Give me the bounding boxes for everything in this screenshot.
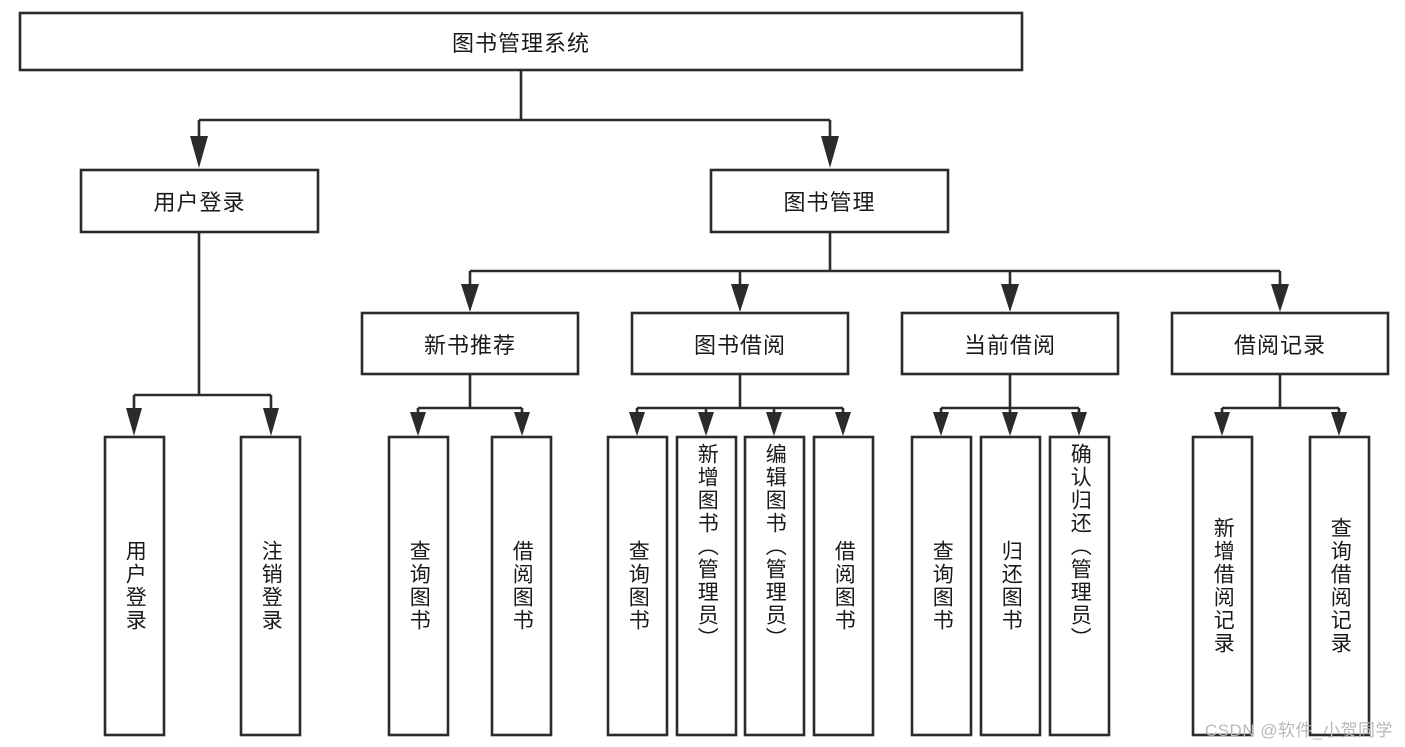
arrow-head-icon	[1001, 284, 1019, 312]
connector-group-book-borrow	[629, 374, 851, 436]
node-box-leaf[interactable]	[387, 435, 450, 737]
arrow-head-icon	[1331, 412, 1347, 436]
node-box-new-book-recommend[interactable]	[360, 311, 580, 376]
node-box-current-borrow[interactable]	[900, 311, 1120, 376]
connector-group-user-login	[126, 232, 279, 436]
node-box-leaf[interactable]	[910, 435, 973, 737]
node-box-leaf[interactable]	[239, 435, 302, 737]
node-box-root[interactable]	[18, 11, 1024, 72]
arrow-head-icon	[933, 412, 949, 436]
arrow-head-icon	[1271, 284, 1289, 312]
connector-group-new-book	[410, 374, 530, 436]
connector-group-root	[190, 70, 839, 168]
node-box-leaf[interactable]	[1191, 435, 1254, 737]
arrow-head-icon	[1002, 412, 1018, 436]
arrow-head-icon	[514, 412, 530, 436]
node-box-leaf[interactable]	[979, 435, 1042, 737]
arrow-head-icon	[821, 136, 839, 168]
arrow-head-icon	[698, 412, 714, 436]
node-box-borrow-record[interactable]	[1170, 311, 1390, 376]
node-box-leaf[interactable]	[490, 435, 553, 737]
node-box-leaf[interactable]	[743, 435, 806, 737]
arrow-head-icon	[1214, 412, 1230, 436]
arrow-head-icon	[190, 136, 208, 168]
arrow-head-icon	[766, 412, 782, 436]
arrow-head-icon	[263, 408, 279, 436]
node-box-leaf[interactable]	[1308, 435, 1371, 737]
connector-group-book-mgmt	[461, 232, 1289, 312]
connector-group-current-borrow	[933, 374, 1087, 436]
node-box-leaf[interactable]	[812, 435, 875, 737]
node-box-leaf[interactable]	[675, 435, 738, 737]
node-box-leaf[interactable]	[1048, 435, 1111, 737]
arrow-head-icon	[410, 412, 426, 436]
arrow-head-icon	[126, 408, 142, 436]
node-box-book-management[interactable]	[709, 168, 950, 234]
node-box-leaf[interactable]	[103, 435, 166, 737]
arrow-head-icon	[1071, 412, 1087, 436]
node-box-user-login[interactable]	[79, 168, 320, 234]
connector-group-borrow-record	[1214, 374, 1347, 436]
node-box-book-borrow[interactable]	[630, 311, 850, 376]
watermark-text: CSDN @软件_小贺同学	[1204, 721, 1393, 740]
arrow-head-icon	[461, 284, 479, 312]
arrow-head-icon	[731, 284, 749, 312]
node-box-leaf[interactable]	[606, 435, 669, 737]
arrow-head-icon	[629, 412, 645, 436]
arrow-head-icon	[835, 412, 851, 436]
